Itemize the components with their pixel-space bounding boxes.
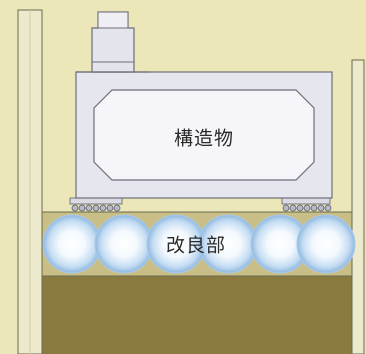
soil-column-6 xyxy=(296,214,356,274)
structure-opening xyxy=(93,89,315,181)
structure-label: 構造物 xyxy=(173,127,235,150)
soil-layer xyxy=(42,276,352,354)
right-retaining-wall xyxy=(351,59,365,354)
right-bearing xyxy=(281,197,332,212)
improvement-columns xyxy=(42,214,356,274)
soil-column-2 xyxy=(94,214,154,274)
left-bearing xyxy=(69,197,123,212)
soil-column-1 xyxy=(42,214,102,274)
improved-zone-label: 改良部 xyxy=(165,234,227,257)
